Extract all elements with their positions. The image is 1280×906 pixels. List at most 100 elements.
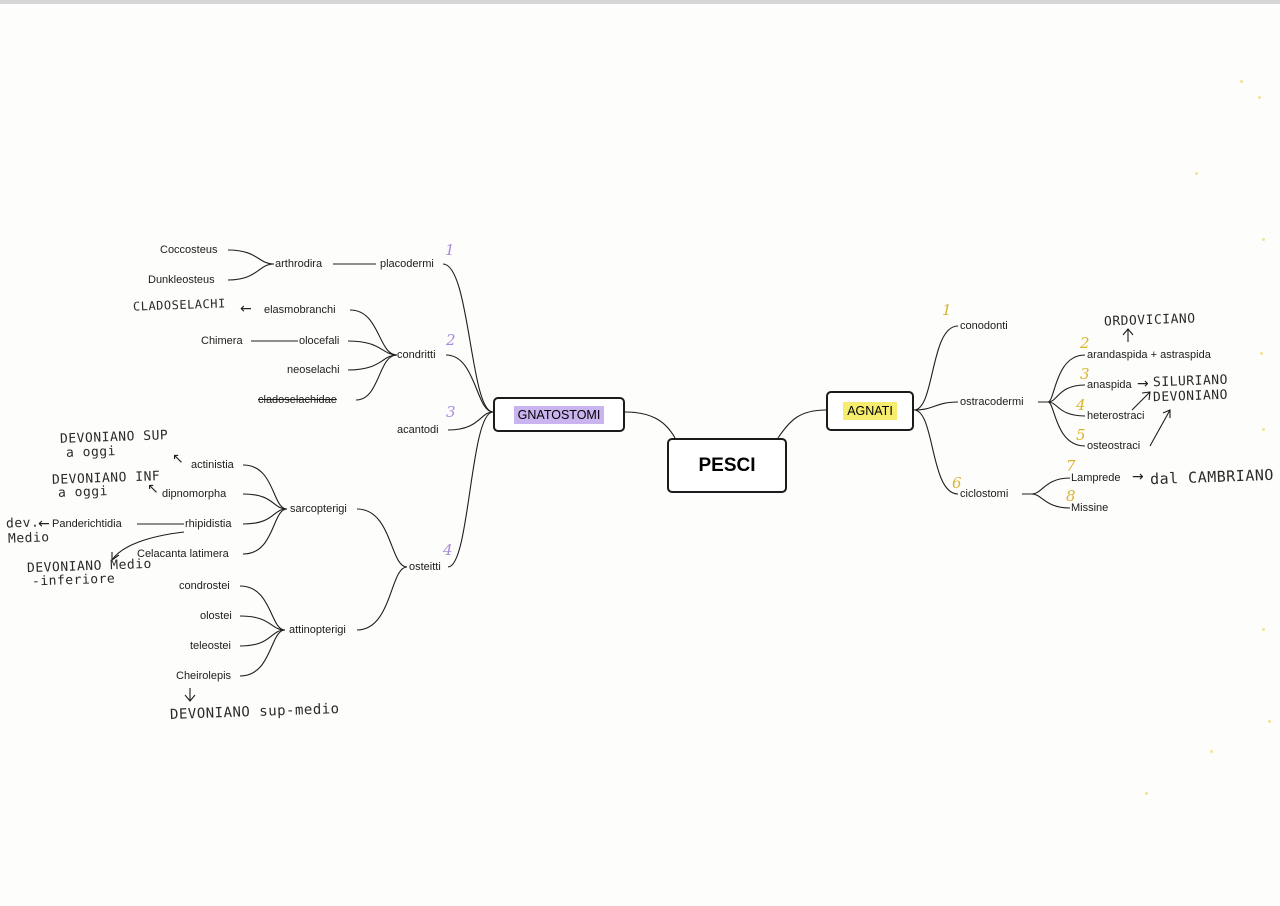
node-conodonti[interactable]: conodonti — [960, 320, 1008, 332]
num-heterostraci: 4 — [1076, 396, 1086, 414]
link-gnato-osteitti — [447, 411, 494, 568]
link-attino-condrostei — [239, 585, 286, 631]
link-attino-teleostei — [239, 629, 286, 647]
node-sarcopterigi[interactable]: sarcopterigi — [290, 503, 347, 515]
node-chimera[interactable]: Chimera — [201, 335, 243, 347]
scan-speck — [1262, 238, 1265, 241]
link-agnati-ciclostomi — [913, 409, 959, 495]
link-arthrodira-dunkleosteus — [227, 263, 275, 281]
scan-top-edge — [0, 0, 1280, 4]
node-condrostei[interactable]: condrostei — [179, 580, 230, 592]
num-placodermi: 1 — [445, 241, 455, 259]
num-lamprede: 7 — [1066, 457, 1076, 475]
scan-speck — [1210, 750, 1213, 753]
node-attinopterigi[interactable]: attinopterigi — [289, 624, 346, 636]
node-osteostraci[interactable]: osteostraci — [1087, 440, 1141, 452]
root-node-pesci[interactable]: PESCI — [667, 438, 787, 493]
node-ciclostomi[interactable]: ciclostomi — [960, 488, 1009, 500]
num-osteitti: 4 — [443, 541, 453, 559]
scan-speck — [1260, 352, 1263, 355]
link-attino-olostei — [239, 615, 286, 631]
gnatostomi-label: GNATOSTOMI — [513, 405, 605, 424]
link-sarco-celacanta — [242, 508, 288, 555]
link-attino-cheirolepis — [239, 629, 286, 677]
link-sarco-dipnomorpha — [242, 493, 288, 510]
arrow-left-icon-2: ← — [38, 516, 50, 532]
link-sarco-rhipidistia — [242, 508, 288, 525]
node-rhipidistia[interactable]: rhipidistia — [185, 518, 232, 530]
note-actinistia-line2: a oggi — [65, 444, 117, 461]
arrow-celacanta — [111, 531, 185, 561]
node-celacanta[interactable]: Celacanta latimera — [137, 548, 229, 560]
scan-speck — [1240, 80, 1243, 83]
scan-speck — [1262, 628, 1265, 631]
arrow-osteostraci — [1149, 409, 1171, 447]
node-condritti[interactable]: condritti — [397, 349, 436, 361]
arrow-heterostraci — [1131, 391, 1151, 411]
node-placodermi[interactable]: placodermi — [380, 258, 434, 270]
scan-speck — [1195, 172, 1198, 175]
num-ciclostomi: 6 — [952, 474, 962, 492]
node-neoselachi[interactable]: neoselachi — [287, 364, 340, 376]
node-teleostei[interactable]: teleostei — [190, 640, 231, 652]
node-dipnomorpha[interactable]: dipnomorpha — [162, 488, 227, 500]
num-conodonti: 1 — [942, 301, 952, 319]
note-lamprede: dal CAMBRIANO — [1149, 465, 1275, 489]
node-missine[interactable]: Missine — [1071, 502, 1109, 514]
arrow-right-icon: → — [1137, 376, 1149, 392]
node-lamprede[interactable]: Lamprede — [1071, 472, 1121, 484]
node-cladoselachidae[interactable]: cladoselachidae — [258, 394, 337, 406]
node-panderichtidia[interactable]: Panderichtidia — [52, 518, 122, 530]
node-heterostraci-label[interactable]: heterostraci — [1087, 410, 1145, 422]
num-anaspida: 3 — [1080, 365, 1090, 383]
link-gnato-placodermi — [442, 263, 494, 413]
root-label: PESCI — [698, 454, 756, 476]
node-acantodi[interactable]: acantodi — [397, 424, 439, 436]
node-olostei[interactable]: olostei — [200, 610, 232, 622]
branch-node-agnati[interactable]: AGNATI — [826, 391, 914, 431]
arrow-ordoviciano — [1122, 328, 1134, 342]
node-anaspida[interactable]: anaspida — [1087, 379, 1132, 391]
note-celacanta-line2: -inferiore — [31, 571, 116, 590]
arrow-up-left-icon: ↖ — [172, 451, 184, 467]
scan-speck — [1258, 96, 1261, 99]
node-arthrodira[interactable]: arthrodira — [275, 258, 323, 270]
link-agnati-conodonti — [913, 325, 959, 411]
node-elasmobranchi[interactable]: elasmobranchi — [264, 304, 336, 316]
link-condritti-elasmobranchi — [349, 309, 398, 356]
scan-speck — [1268, 720, 1271, 723]
node-cheirolepis[interactable]: Cheirolepis — [176, 670, 232, 682]
link-condritti-cladoselachidae — [355, 354, 398, 401]
node-coccosteus[interactable]: Coccosteus — [160, 244, 218, 256]
link-ostraco-arandaspida — [1038, 354, 1086, 403]
num-acantodi: 3 — [446, 403, 456, 421]
link-gnato-condritti — [445, 354, 494, 413]
num-condritti: 2 — [446, 331, 456, 349]
branch-node-gnatostomi[interactable]: GNATOSTOMI — [493, 397, 625, 432]
note-dipnomorpha-line2: a oggi — [57, 484, 109, 501]
note-panderichtidia-line2: Medio — [7, 530, 50, 547]
node-actinistia[interactable]: actinistia — [191, 459, 234, 471]
link-ostraco-osteostraci — [1047, 401, 1086, 447]
link-sarco-actinistia — [242, 464, 288, 510]
link-ostraco-anaspida — [1047, 384, 1086, 403]
link-ostraco-heterostraci — [1047, 401, 1086, 417]
note-ordoviciano: ORDOVICIANO — [1103, 311, 1196, 330]
node-dunkleosteus[interactable]: Dunkleosteus — [148, 274, 215, 286]
node-olocefali[interactable]: olocefali — [299, 335, 340, 347]
node-ostracodermi[interactable]: ostracodermi — [960, 396, 1024, 408]
num-arandaspida: 2 — [1080, 334, 1090, 352]
note-siluriano-line2: DEVONIANO — [1152, 387, 1229, 406]
link-osteitti-attinopterigi — [356, 566, 408, 631]
link-root-gnatostomi — [624, 411, 676, 439]
node-osteitti[interactable]: osteitti — [409, 561, 441, 573]
node-arandaspida[interactable]: arandaspida + astraspida — [1087, 349, 1211, 361]
scan-speck — [1145, 792, 1148, 795]
note-siluriano-line1: SILURIANO — [1152, 372, 1229, 391]
link-ciclo-lamprede — [1022, 477, 1071, 495]
link-osteitti-sarcopterigi — [356, 508, 408, 568]
num-osteostraci: 5 — [1076, 426, 1086, 444]
link-arthrodira-coccosteus — [227, 249, 275, 265]
